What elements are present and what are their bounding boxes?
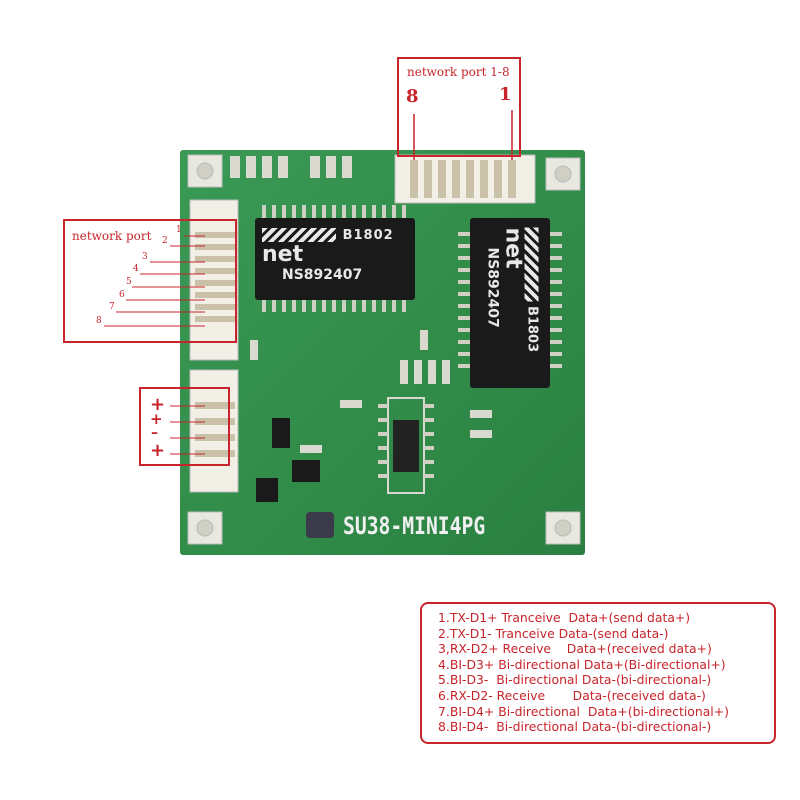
chip1-marking: B1802 net NS892407 bbox=[262, 224, 412, 283]
left-pin-7: 7 bbox=[109, 302, 115, 312]
power-mark-3: – bbox=[151, 425, 158, 441]
chip2-part: NS892407 bbox=[484, 247, 501, 328]
top-port-box bbox=[397, 57, 521, 157]
pinout-legend: 1.TX-D1+ Tranceive Data+(send data+) 2.T… bbox=[420, 602, 776, 744]
chip2-model: B1803 bbox=[524, 306, 540, 353]
chip1-part: NS892407 bbox=[282, 267, 363, 283]
power-mark-2: + bbox=[150, 410, 163, 428]
legend-line-3: 3,RX-D2+ Receive Data+(received data+) bbox=[438, 641, 712, 657]
left-pin-6: 6 bbox=[119, 290, 125, 300]
chip1-model: B1802 bbox=[342, 228, 394, 243]
center-ic-outline bbox=[387, 397, 425, 494]
power-box bbox=[139, 387, 230, 466]
legend-line-6: 6.RX-D2- Receive Data-(received data-) bbox=[438, 687, 706, 703]
center-ic bbox=[393, 420, 419, 472]
left-pin-3: 3 bbox=[142, 252, 148, 262]
legend-line-5: 5.BI-D3- Bi-directional Data-(bi-directi… bbox=[438, 672, 712, 688]
legend-line-8: 8.BI-D4- Bi-directional Data-(bi-directi… bbox=[438, 719, 712, 735]
legend-line-4: 4.BI-D3+ Bi-directional Data+(Bi-directi… bbox=[438, 656, 726, 672]
chip2-marking: B1803 net NS892407 bbox=[484, 227, 540, 388]
left-port-label: network port bbox=[72, 229, 152, 243]
top-pin-8: 8 bbox=[406, 86, 419, 107]
left-pin-5: 5 bbox=[126, 277, 132, 287]
chip1-logo-icon bbox=[262, 227, 336, 242]
legend-line-7: 7.BI-D4+ Bi-directional Data+(bi-directi… bbox=[438, 703, 729, 719]
left-port-box bbox=[63, 219, 237, 343]
legend-line-2: 2.TX-D1- Tranceive Data-(send data-) bbox=[438, 625, 669, 641]
left-pin-4: 4 bbox=[133, 264, 139, 274]
left-pin-2: 2 bbox=[162, 236, 168, 246]
power-mark-4: + bbox=[150, 440, 166, 461]
legend-line-1: 1.TX-D1+ Tranceive Data+(send data+) bbox=[438, 610, 691, 625]
left-pin-8: 8 bbox=[96, 316, 102, 326]
top-port-label: network port 1-8 bbox=[407, 65, 510, 79]
inductor bbox=[306, 512, 334, 538]
top-pin-1: 1 bbox=[499, 84, 512, 105]
mounting-holes bbox=[187, 154, 581, 545]
chip2-net: net bbox=[500, 227, 526, 269]
left-pin-1: 1 bbox=[176, 225, 182, 235]
power-connector bbox=[189, 369, 239, 493]
chip2-logo-icon bbox=[525, 227, 539, 302]
chip1-net: net bbox=[262, 242, 304, 267]
power-mark-1: + bbox=[150, 394, 166, 415]
board-name: SU38-MINI4PG bbox=[343, 512, 486, 540]
